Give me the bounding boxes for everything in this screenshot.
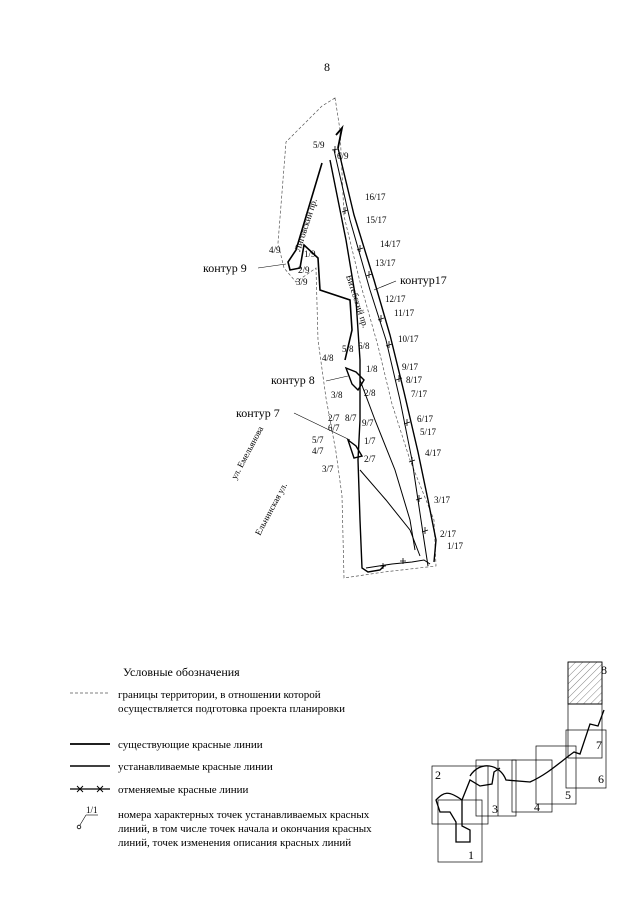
point-label: 12/17 (385, 294, 406, 304)
leader-lines (257, 263, 397, 441)
point-label: 8/17 (406, 375, 423, 385)
point-label: 16/17 (365, 192, 386, 202)
legend-point-symbol-label: 1/1 (86, 805, 98, 815)
cancelled-red-line-bottom (365, 559, 431, 569)
point-label: 6/7 (328, 423, 340, 433)
legend-symbol-point (76, 814, 98, 830)
established-red-line-c17 (337, 147, 437, 563)
legend-item-cancelled: отменяемые красные линии (118, 784, 249, 796)
page-number: 8 (324, 60, 330, 74)
point-label: 14/17 (380, 239, 401, 249)
point-label: 6/9 (337, 151, 349, 161)
established-red-line-inner (359, 379, 416, 551)
point-label: 7/17 (411, 389, 428, 399)
point-label: 4/17 (425, 448, 442, 458)
legend-item-points: номера характерных точек устанавливаемых… (118, 809, 372, 849)
point-label: 8/7 (345, 413, 357, 423)
contour-8-label: контур 8 (271, 373, 315, 387)
existing-red-line-main (329, 159, 385, 573)
legend-symbol-cancelled (70, 785, 110, 793)
point-label: 11/17 (394, 308, 415, 318)
key-sheet-label: 4 (534, 800, 540, 814)
point-label: 1/17 (447, 541, 464, 551)
contour-17-label: контур17 (400, 273, 447, 287)
legend-title: Условные обозначения (123, 665, 240, 679)
street-ligovsky: Лиговский пр. (292, 197, 318, 252)
point-label: 13/17 (375, 258, 396, 268)
established-red-line-diagonal (359, 469, 421, 557)
key-sheet-8-hatch (567, 661, 603, 705)
key-sheet-label: 8 (601, 663, 607, 677)
street-emelyanova: ул. Емельянова (229, 425, 265, 481)
point-label: 3/7 (322, 464, 334, 474)
point-label: 1/7 (364, 436, 376, 446)
point-label: 1/9 (304, 249, 316, 259)
street-elninskaya: Ельнинская ул. (253, 481, 289, 537)
point-label: 1/8 (366, 364, 378, 374)
contour-7-shape (346, 438, 364, 459)
contour-7-label: контур 7 (236, 406, 280, 420)
point-label: 2/8 (364, 388, 376, 398)
point-label: 6/8 (358, 341, 370, 351)
point-label: 3/8 (331, 390, 343, 400)
cancelled-red-line-c17 (333, 149, 429, 567)
point-label: 10/17 (398, 334, 419, 344)
point-label: 2/7 (364, 454, 376, 464)
point-label: 6/17 (417, 414, 434, 424)
legend-item-boundary: границы территории, в отношении которой … (118, 689, 345, 715)
point-label: 4/7 (312, 446, 324, 456)
point-label: 3/9 (296, 277, 308, 287)
point-label: 5/7 (312, 435, 324, 445)
key-sheet-label: 5 (565, 788, 571, 802)
point-label: 9/7 (362, 418, 374, 428)
key-sheet-label: 3 (492, 802, 498, 816)
key-sheet-label: 7 (596, 738, 602, 752)
point-label: 4/9 (269, 245, 281, 255)
territory-boundary (277, 97, 437, 579)
point-label: 2/7 (328, 413, 340, 423)
legend-item-established: устанавливаемые красные линии (118, 761, 273, 773)
point-label: 15/17 (366, 215, 387, 225)
contour-9-label: контур 9 (203, 261, 247, 275)
point-label: 5/17 (420, 427, 437, 437)
point-label: 2/9 (298, 265, 310, 275)
point-label: 9/17 (402, 362, 419, 372)
point-label: 5/8 (342, 344, 354, 354)
key-sheet-label: 2 (435, 768, 441, 782)
key-sheet-label: 6 (598, 772, 604, 786)
point-label: 2/17 (440, 529, 457, 539)
key-map (431, 661, 607, 863)
legend-item-existing: существующие красные линии (118, 739, 263, 751)
existing-red-line-c9 (287, 162, 353, 361)
contour-9-tip (335, 124, 344, 149)
point-label: 4/8 (322, 353, 334, 363)
contour-8-shape (344, 366, 365, 392)
key-sheet-label: 1 (468, 848, 474, 862)
cancelled-cross-marks (331, 146, 429, 569)
point-label: 5/9 (313, 140, 325, 150)
point-label: 3/17 (434, 495, 451, 505)
